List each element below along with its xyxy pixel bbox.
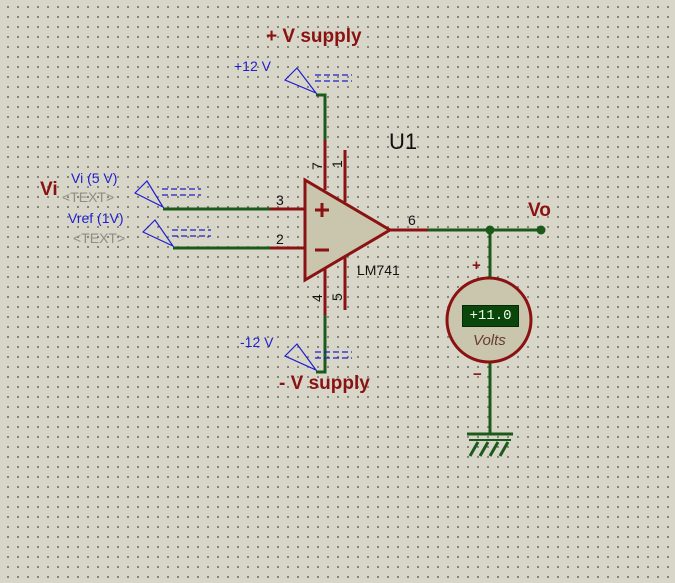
ref-designator: U1 bbox=[389, 129, 418, 154]
opamp-pins bbox=[270, 140, 428, 315]
terminal-flags bbox=[133, 67, 352, 372]
ground-hatch-3 bbox=[488, 441, 500, 457]
pin-number-5: 5 bbox=[329, 293, 345, 301]
wire-vplus bbox=[316, 93, 327, 140]
ground-symbol bbox=[467, 432, 513, 457]
ground-hatch-1 bbox=[468, 441, 480, 457]
vref-net-label[interactable]: Vref (1V) bbox=[68, 210, 124, 226]
voltmeter-unit: Volts bbox=[473, 332, 506, 349]
flag-vi bbox=[133, 180, 165, 209]
pin-number-1: 1 bbox=[329, 160, 345, 168]
pin-number-2: 2 bbox=[276, 231, 284, 247]
pin-number-4: 4 bbox=[309, 294, 325, 302]
neg-supply-net-label[interactable]: -12 V bbox=[240, 334, 274, 350]
vi-title: Vi bbox=[40, 179, 58, 200]
opamp-signs bbox=[315, 203, 329, 252]
voltmeter-plus: + bbox=[472, 257, 481, 274]
wires bbox=[163, 93, 540, 433]
flag-vref bbox=[141, 219, 175, 248]
part-name: LM741 bbox=[357, 262, 400, 278]
wire-vminus bbox=[316, 315, 327, 374]
flag-neg-supply bbox=[283, 343, 318, 372]
pos-supply-net-label[interactable]: +12 V bbox=[234, 58, 271, 74]
pos-supply-title: + V supply bbox=[266, 26, 362, 47]
flag-pos-supply bbox=[283, 67, 318, 95]
ground-hatch-2 bbox=[478, 441, 490, 457]
vo-terminal[interactable] bbox=[536, 225, 546, 235]
vref-text-placeholder: <TEXT> bbox=[73, 230, 126, 246]
neg-supply-title: - V supply bbox=[279, 373, 370, 394]
vi-net-label[interactable]: Vi (5 V) bbox=[71, 170, 118, 186]
pin-number-6: 6 bbox=[408, 212, 416, 228]
ground-hatch-4 bbox=[498, 441, 510, 457]
pin-number-7: 7 bbox=[309, 162, 325, 170]
opamp-body[interactable] bbox=[303, 177, 393, 283]
pin-number-3: 3 bbox=[276, 192, 284, 208]
voltmeter-minus: − bbox=[473, 366, 482, 383]
vo-label: Vo bbox=[528, 200, 551, 221]
voltmeter-display: +11.0 bbox=[462, 305, 519, 327]
junction-dot bbox=[485, 225, 495, 235]
vi-text-placeholder: <TEXT> bbox=[62, 189, 115, 205]
